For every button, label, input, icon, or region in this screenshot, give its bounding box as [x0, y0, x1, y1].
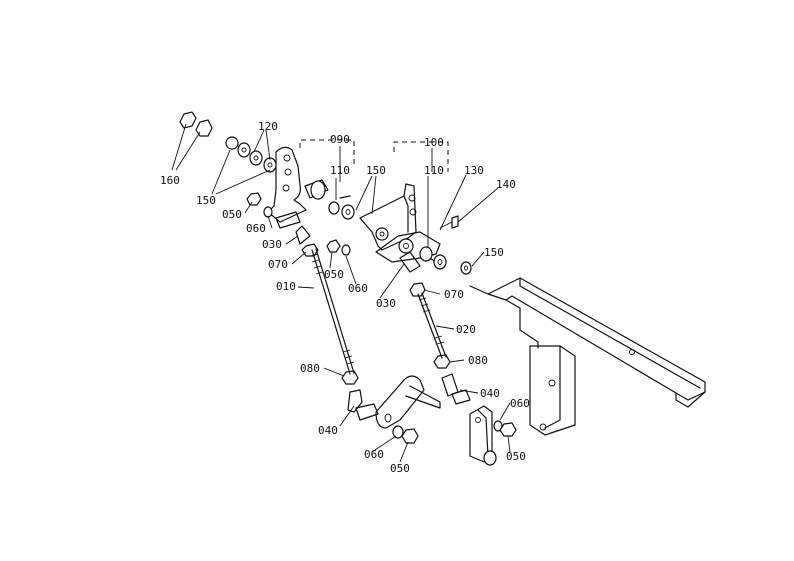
- callout-010: 010: [276, 280, 296, 293]
- callout-120: 120: [258, 120, 278, 133]
- frame-bracket: [469, 277, 706, 436]
- callout-030-left: 030: [262, 238, 282, 251]
- callout-050-b: 050: [324, 268, 344, 281]
- callout-050-d: 050: [506, 450, 526, 463]
- callout-020: 020: [456, 323, 476, 336]
- callout-070-right: 070: [444, 288, 464, 301]
- callout-100: 100: [424, 136, 444, 149]
- callout-150-mid: 150: [366, 164, 386, 177]
- callout-060-a: 060: [246, 222, 266, 235]
- callout-110-right: 110: [424, 164, 444, 177]
- callout-140: 140: [496, 178, 516, 191]
- callout-110-left: 110: [330, 164, 350, 177]
- lower-levers: [375, 375, 497, 466]
- callout-060-b: 060: [348, 282, 368, 295]
- callout-150-left: 150: [196, 194, 216, 207]
- arm-090: [267, 146, 355, 223]
- hardware: [179, 111, 517, 444]
- callout-030-right: 030: [376, 297, 396, 310]
- arm-100: [359, 183, 447, 270]
- callout-070-left: 070: [268, 258, 288, 271]
- callout-060-d: 060: [510, 397, 530, 410]
- callout-080-left: 080: [300, 362, 320, 375]
- callout-060-c: 060: [364, 448, 384, 461]
- callout-150-right: 150: [484, 246, 504, 259]
- callout-040-right: 040: [480, 387, 500, 400]
- callout-050-a: 050: [222, 208, 242, 221]
- callout-130: 130: [464, 164, 484, 177]
- leader-lines: [171, 123, 511, 463]
- callout-labels: 160 120 150 090 100 110 150 110 130 140 …: [160, 120, 530, 475]
- callout-050-c: 050: [390, 462, 410, 475]
- callout-080-right: 080: [468, 354, 488, 367]
- callout-040-left: 040: [318, 424, 338, 437]
- group-brackets: [299, 139, 449, 172]
- callout-160: 160: [160, 174, 180, 187]
- callout-090: 090: [330, 133, 350, 146]
- rods: [310, 248, 447, 375]
